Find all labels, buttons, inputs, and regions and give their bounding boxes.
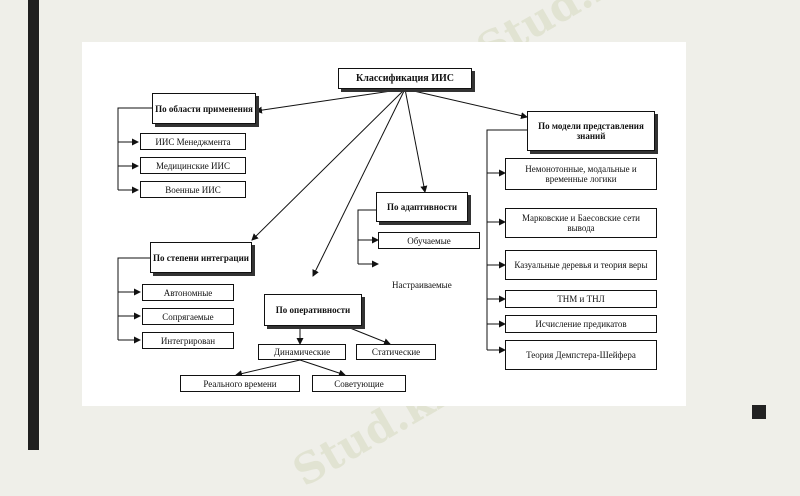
integration-node: По степени интеграции [150, 242, 252, 273]
speed-static: Статические [356, 344, 436, 360]
integration-item: Интегрирован [142, 332, 234, 349]
knowledge-node: По модели представления знаний [527, 111, 655, 151]
speed-dynamic: Динамические [258, 344, 346, 360]
area-item: Медицинские ИИС [140, 157, 246, 174]
area-item: ИИС Менеджмента [140, 133, 246, 150]
slide-corner-marker [752, 405, 766, 419]
area-node: По области применения [152, 93, 256, 124]
integration-item: Автономные [142, 284, 234, 301]
area-item: Военные ИИС [140, 181, 246, 198]
left-accent-bar [28, 0, 39, 450]
speed-advising: Советующие [312, 375, 406, 392]
connector-lines [117, 88, 528, 378]
knowledge-item: Теория Демпстера-Шейфера [505, 340, 657, 370]
knowledge-item: ТНМ и ТНЛ [505, 290, 657, 308]
root-node: Классификация ИИС [338, 68, 472, 89]
adaptivity-item: Настраиваемые [392, 280, 452, 290]
knowledge-item: Немонотонные, модальные и временные логи… [505, 158, 657, 190]
adaptivity-item: Обучаемые [378, 232, 480, 249]
knowledge-item: Марковские и Баесовские сети вывода [505, 208, 657, 238]
adaptivity-node: По адаптивности [376, 192, 468, 222]
integration-item: Сопрягаемые [142, 308, 234, 325]
speed-realtime: Реального времени [180, 375, 300, 392]
knowledge-item: Казуальные деревья и теория веры [505, 250, 657, 280]
knowledge-item: Исчисление предикатов [505, 315, 657, 333]
speed-node: По оперативности [264, 294, 362, 326]
